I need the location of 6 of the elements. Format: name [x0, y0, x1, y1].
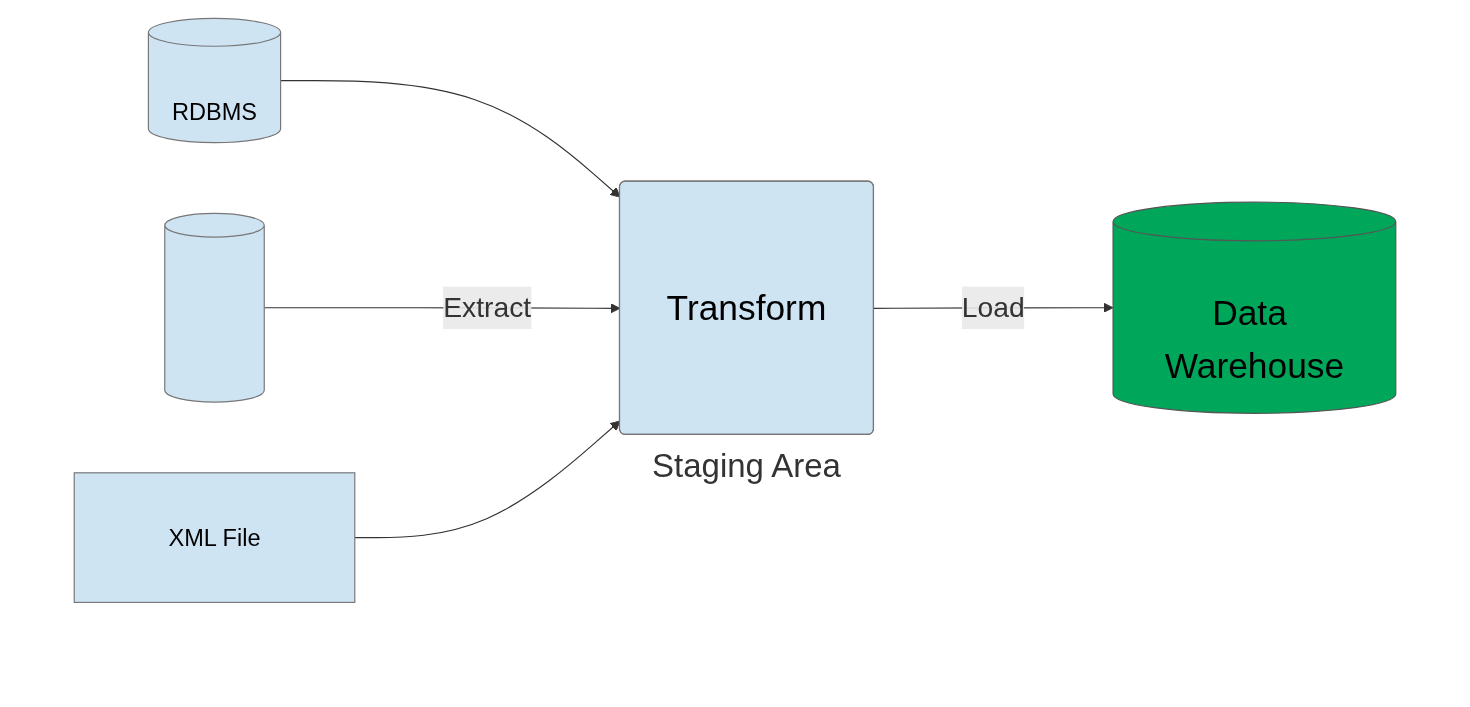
node-box: XML File — [73, 471, 356, 603]
node-cylinder — [164, 212, 265, 403]
edge-label: Load — [961, 290, 1025, 323]
edge-label: Extract — [443, 290, 532, 323]
node-caption: Staging Area — [652, 446, 841, 484]
arrow — [354, 419, 621, 538]
